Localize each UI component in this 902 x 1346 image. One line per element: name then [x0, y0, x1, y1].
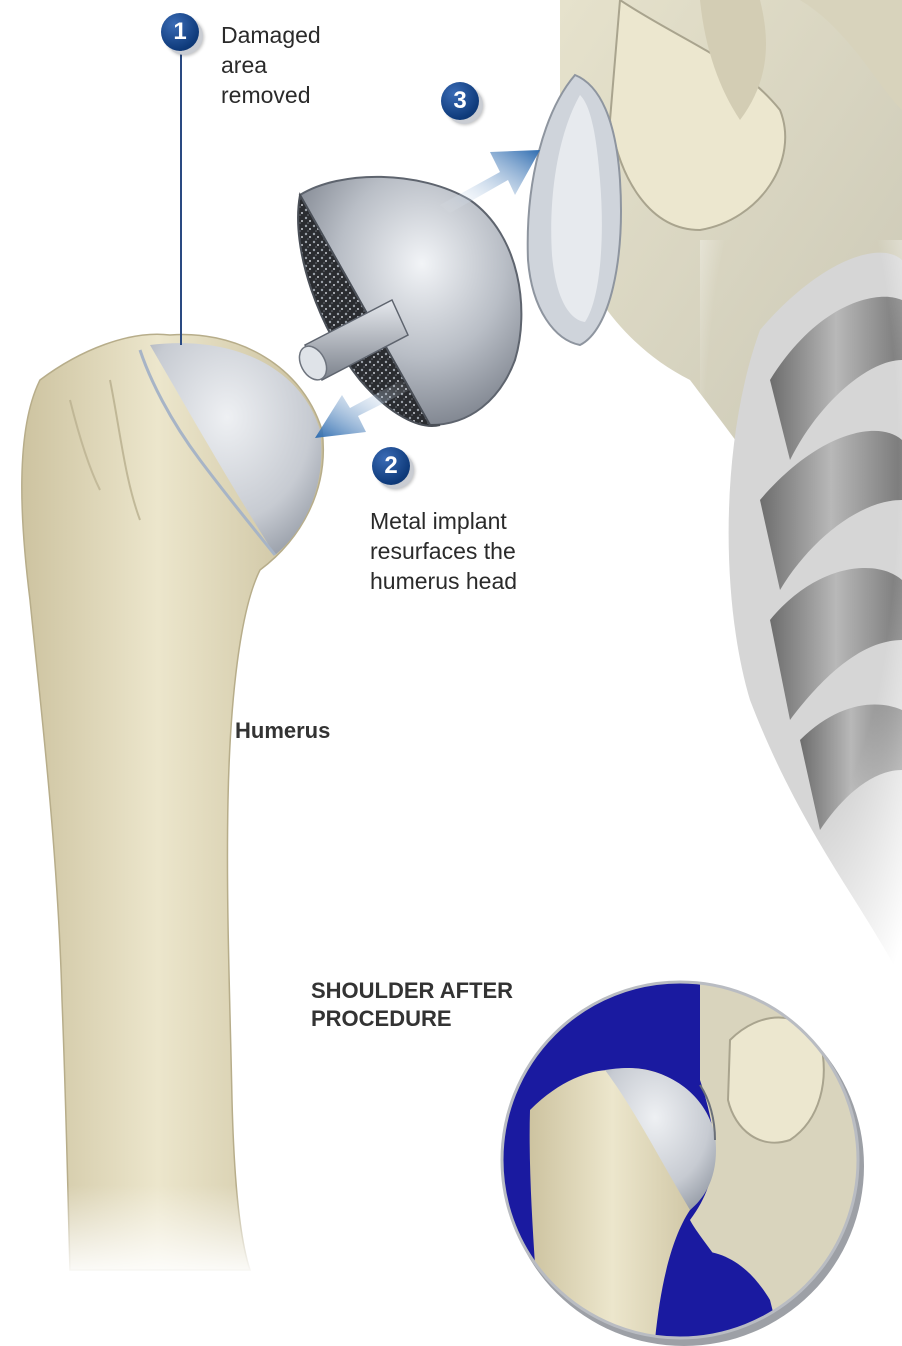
inset-after-procedure: [500, 980, 864, 1346]
step-3-badge: 3: [441, 82, 479, 120]
step-2-badge: 2: [372, 447, 410, 485]
humerus-bone: [0, 334, 340, 1280]
step-1-line: Damaged: [221, 20, 321, 50]
leader-line: [180, 50, 182, 345]
humerus-label: Humerus: [235, 718, 330, 744]
step-1-badge: 1: [161, 13, 199, 51]
step-2-text: Metal implant resurfaces the humerus hea…: [370, 506, 517, 596]
arrow-to-socket: [440, 150, 540, 213]
inset-title: SHOULDER AFTER PROCEDURE: [311, 977, 513, 1033]
step-2-line: humerus head: [370, 566, 517, 596]
step-2-line: resurfaces the: [370, 536, 517, 566]
inset-title-line: SHOULDER AFTER: [311, 977, 513, 1005]
ribcage: [700, 240, 902, 1000]
step-1-text: Damaged area removed: [221, 20, 321, 110]
step-2-line: Metal implant: [370, 506, 517, 536]
glenoid-socket: [528, 75, 621, 345]
inset-title-line: PROCEDURE: [311, 1005, 513, 1033]
step-1-line: removed: [221, 80, 321, 110]
step-1-line: area: [221, 50, 321, 80]
